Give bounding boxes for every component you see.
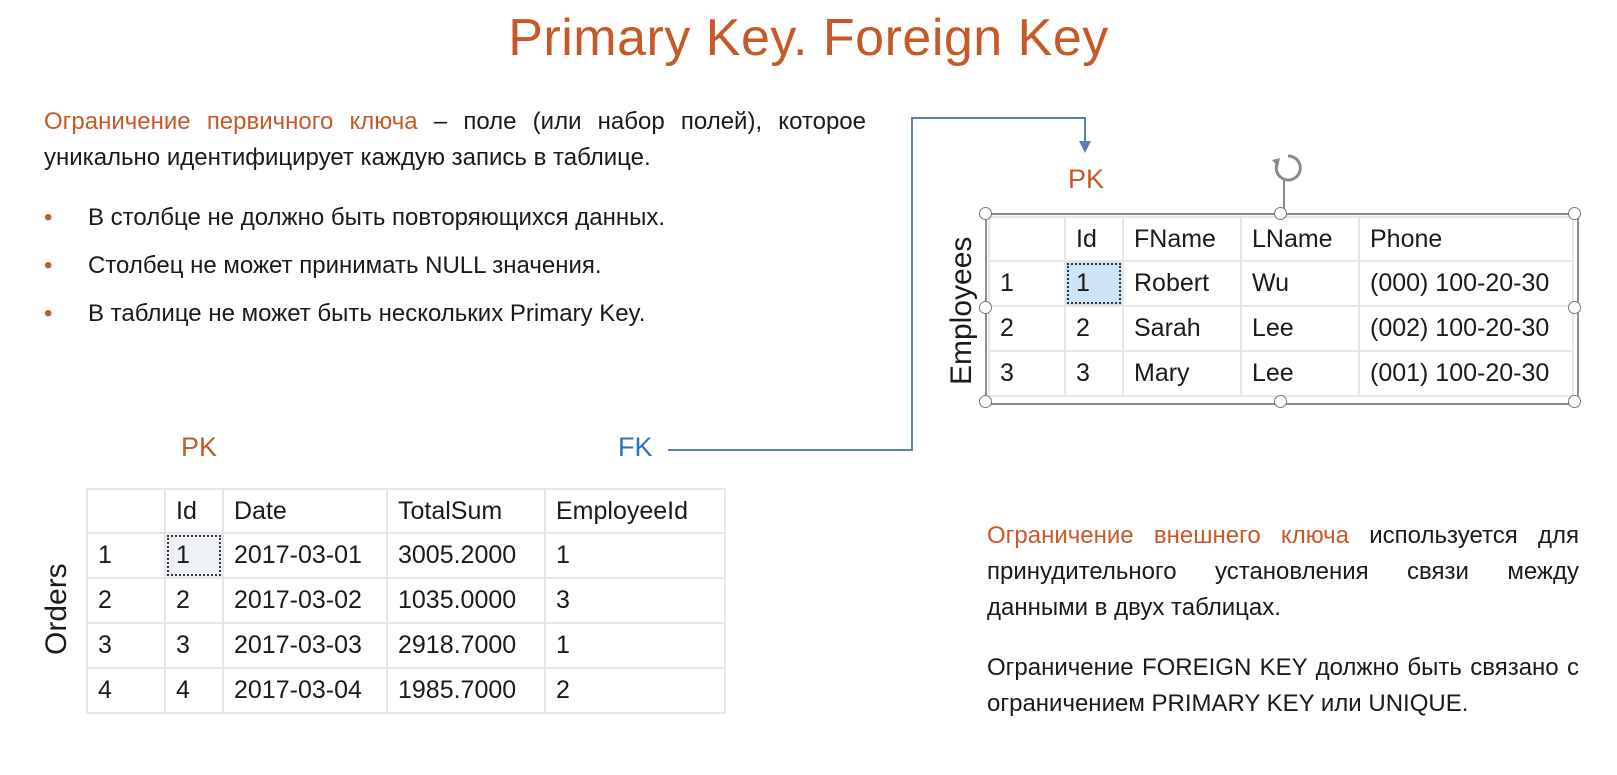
- pk-definition: Ограничение первичного ключа – поле (или…: [44, 104, 866, 176]
- column-header: EmployeeId: [544, 488, 726, 534]
- table-row: 2 2 Sarah Lee (002) 100-20-30: [988, 305, 1574, 352]
- table-cell[interactable]: 2: [544, 667, 726, 714]
- fk-term: Ограничение внешнего ключа: [987, 522, 1350, 549]
- table-cell[interactable]: (001) 100-20-30: [1358, 350, 1574, 397]
- list-item: • В столбце не должно быть повторяющихся …: [44, 200, 824, 248]
- table-cell[interactable]: 2017-03-03: [222, 622, 388, 669]
- resize-handle[interactable]: [979, 395, 992, 408]
- row-number-header: [86, 488, 166, 534]
- table-cell[interactable]: 2017-03-04: [222, 667, 388, 714]
- table-cell[interactable]: 1035.0000: [386, 577, 546, 624]
- table-cell[interactable]: 3005.2000: [386, 532, 546, 579]
- table-cell[interactable]: 3: [544, 577, 726, 624]
- column-header: Date: [222, 488, 388, 534]
- bullet-icon: •: [44, 204, 53, 231]
- row-number-header: [988, 216, 1066, 262]
- resize-handle[interactable]: [1274, 207, 1287, 220]
- table-cell[interactable]: Lee: [1240, 350, 1360, 397]
- table-cell[interactable]: 1985.7000: [386, 667, 546, 714]
- table-cell[interactable]: Sarah: [1122, 305, 1242, 352]
- rotate-handle-icon[interactable]: [1266, 150, 1310, 216]
- slide-title: Primary Key. Foreign Key: [508, 9, 1109, 67]
- table-row: 1 1 Robert Wu (000) 100-20-30: [988, 260, 1574, 307]
- table-cell[interactable]: 2017-03-01: [222, 532, 388, 579]
- fk-definition: Ограничение внешнего ключа используется …: [987, 518, 1579, 626]
- table-cell[interactable]: Mary: [1122, 350, 1242, 397]
- fk-definition-text: используется для принудительного установ…: [987, 522, 1579, 621]
- table-row: 2 2 2017-03-02 1035.0000 3: [86, 577, 726, 624]
- resize-handle[interactable]: [1568, 207, 1581, 220]
- table-row: 3 3 2017-03-03 2918.7000 1: [86, 622, 726, 669]
- row-number: 2: [988, 305, 1066, 352]
- table-cell[interactable]: 2: [1064, 305, 1124, 352]
- table-cell[interactable]: 2918.7000: [386, 622, 546, 669]
- table-cell[interactable]: (002) 100-20-30: [1358, 305, 1574, 352]
- resize-handle[interactable]: [1568, 395, 1581, 408]
- row-number: 3: [86, 622, 166, 669]
- bullet-text: В таблице не может быть нескольких Prima…: [88, 300, 646, 327]
- list-item: • Столбец не может принимать NULL значени…: [44, 248, 824, 296]
- table-row: 4 4 2017-03-04 1985.7000 2: [86, 667, 726, 714]
- employees-table: Id FName LName Phone 1 1 Robert Wu (000)…: [988, 216, 1574, 397]
- column-header: Id: [164, 488, 224, 534]
- orders-table: Id Date TotalSum EmployeeId 1 1 2017-03-…: [86, 488, 726, 714]
- pk-definition-text: – поле (или набор полей), которое уникал…: [44, 108, 866, 171]
- table-cell[interactable]: 3: [164, 622, 224, 669]
- orders-pk-label: PK: [181, 432, 218, 462]
- resize-handle[interactable]: [979, 207, 992, 220]
- table-cell[interactable]: 1: [544, 532, 726, 579]
- row-number: 1: [988, 260, 1066, 307]
- column-header: Phone: [1358, 216, 1574, 262]
- table-cell[interactable]: 2017-03-02: [222, 577, 388, 624]
- resize-handle[interactable]: [979, 301, 992, 314]
- table-cell[interactable]: 2: [164, 577, 224, 624]
- column-header: TotalSum: [386, 488, 546, 534]
- bullet-text: В столбце не должно быть повторяющихся д…: [88, 204, 666, 231]
- table-cell-selected[interactable]: 1: [164, 532, 224, 579]
- table-header-row: Id Date TotalSum EmployeeId: [86, 488, 726, 534]
- fk-note: Ограничение FOREIGN KEY должно быть связ…: [987, 654, 1579, 717]
- list-item: • В таблице не может быть нескольких Prim…: [44, 296, 824, 344]
- table-cell-selected[interactable]: 1: [1064, 260, 1124, 307]
- fk-label: FK: [618, 432, 653, 462]
- table-cell[interactable]: (000) 100-20-30: [1358, 260, 1574, 307]
- row-number: 2: [86, 577, 166, 624]
- resize-handle[interactable]: [1274, 395, 1287, 408]
- row-number: 1: [86, 532, 166, 579]
- column-header: FName: [1122, 216, 1242, 262]
- bullet-text: Столбец не может принимать NULL значения…: [88, 252, 602, 279]
- row-number: 4: [86, 667, 166, 714]
- table-cell[interactable]: 3: [1064, 350, 1124, 397]
- employees-pk-label: PK: [1068, 164, 1105, 194]
- pk-rules-list: • В столбце не должно быть повторяющихся …: [44, 200, 824, 344]
- table-cell[interactable]: 1: [544, 622, 726, 669]
- employees-table-name: Employees: [945, 236, 978, 385]
- table-header-row: Id FName LName Phone: [988, 216, 1574, 262]
- table-cell[interactable]: Lee: [1240, 305, 1360, 352]
- column-header: LName: [1240, 216, 1360, 262]
- row-number: 3: [988, 350, 1066, 397]
- table-cell[interactable]: Robert: [1122, 260, 1242, 307]
- bullet-icon: •: [44, 252, 53, 279]
- table-cell[interactable]: 4: [164, 667, 224, 714]
- resize-handle[interactable]: [1568, 301, 1581, 314]
- orders-table-name: Orders: [40, 563, 73, 655]
- table-cell[interactable]: Wu: [1240, 260, 1360, 307]
- pk-term: Ограничение первичного ключа: [44, 108, 418, 135]
- table-row: 3 3 Mary Lee (001) 100-20-30: [988, 350, 1574, 397]
- table-row: 1 1 2017-03-01 3005.2000 1: [86, 532, 726, 579]
- bullet-icon: •: [44, 300, 53, 327]
- column-header: Id: [1064, 216, 1124, 262]
